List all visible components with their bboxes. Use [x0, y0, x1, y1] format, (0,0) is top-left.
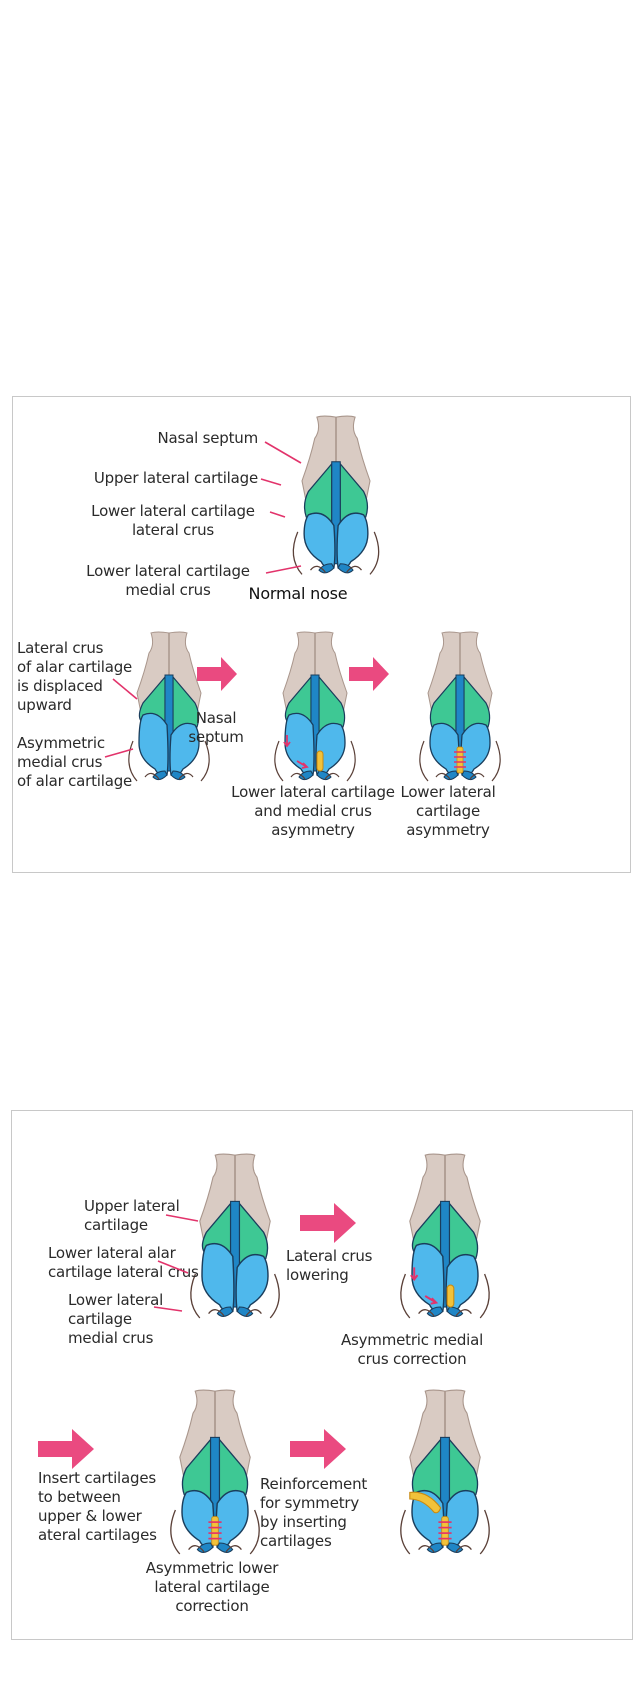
label-lower-lateral-crus: Lower lateral cartilage lateral crus	[91, 502, 255, 539]
lower-lateral-cartilage-left	[284, 712, 315, 777]
step4-nose-illustration	[390, 1387, 500, 1567]
ala-outline-left	[419, 740, 451, 782]
ala-outline-left	[400, 1273, 435, 1319]
step2-nose-illustration	[390, 1151, 500, 1331]
strut-graft	[316, 750, 324, 772]
ala-outline-right	[245, 1273, 280, 1319]
ala-outline-left	[170, 1509, 205, 1555]
label-asymmetric-medial-crus: Asymmetric medial crus of alar cartilage	[17, 734, 133, 790]
lower-lateral-cartilage-left	[411, 1242, 445, 1313]
normal-vs-asymmetry-panel: Nasal septum Upper lateral cartilage Low…	[12, 396, 631, 873]
lower-lateral-cartilage-left	[303, 512, 336, 570]
upper-lateral-cartilage-right	[448, 1437, 479, 1505]
septal-graft	[456, 746, 464, 774]
panel2-annotations	[38, 1203, 356, 1469]
caption-lower-lateral-asymmetry: Lower lateral cartilage asymmetry	[400, 783, 496, 839]
medial-crus-right	[446, 1306, 464, 1317]
upper-lateral-cartilage-left	[181, 1437, 212, 1505]
ala-outline-right	[469, 740, 501, 782]
down-arrow-icon	[410, 1267, 419, 1282]
upper-lateral-cartilage-right	[339, 462, 369, 527]
medial-crus-right	[337, 563, 354, 574]
diagonal-arrow-icon	[296, 760, 309, 769]
step1-nose-illustration	[180, 1151, 290, 1331]
caption-medial-crus-asymmetry: Lower lateral cartilage and medial crus …	[231, 783, 395, 839]
medial-crus-left	[298, 770, 314, 781]
ala-outline-left	[190, 1273, 225, 1319]
strut-graft	[446, 1284, 455, 1308]
arrow-right-icon	[290, 1429, 346, 1469]
medial-crus-left	[318, 563, 335, 574]
label-insert-cartilages: Insert cartilages to between upper & low…	[38, 1469, 157, 1544]
correction-steps-panel: Upper lateral cartilage Lower lateral al…	[11, 1110, 633, 1640]
label-lower-medial-crus-2: Lower lateral cartilage medial crus	[68, 1291, 164, 1347]
diagonal-arrow-icon	[424, 1295, 439, 1305]
medial-crus-right	[446, 1542, 464, 1553]
medial-crus-right	[236, 1306, 254, 1317]
ala-outline-right	[455, 1509, 490, 1555]
label-upper-lateral-cartilage-2: Upper lateral cartilage	[84, 1197, 180, 1234]
medial-crus-left	[152, 770, 168, 781]
medial-crus-left	[426, 1542, 444, 1553]
upper-lateral-cartilage-right	[318, 675, 346, 736]
batten-graft	[409, 1491, 442, 1514]
medial-crus-asymmetry-nose-illustration	[265, 631, 365, 791]
caption-asymmetric-lower-correction: Asymmetric lower lateral cartilage corre…	[145, 1559, 279, 1615]
ala-outline-right	[225, 1509, 260, 1555]
ala-outline-right	[455, 1273, 490, 1319]
asymmetric-nose-illustration	[119, 631, 219, 791]
ala-outline-left	[128, 740, 160, 782]
ala-outline-right	[178, 740, 210, 782]
label-nasal-septum: Nasal septum	[157, 429, 258, 447]
upper-lateral-cartilage-left	[303, 462, 333, 527]
ala-outline-right	[346, 531, 380, 575]
arrow-right-icon	[300, 1203, 356, 1243]
medial-crus-right	[461, 770, 477, 781]
caption-asymmetric-medial-correction: Asymmetric medial crus correction	[340, 1331, 484, 1368]
ala-outline-left	[274, 740, 306, 782]
medial-crus-right	[316, 770, 332, 781]
label-lower-lateral-alar: Lower lateral alar cartilage lateral cru…	[48, 1244, 199, 1281]
septal-graft	[211, 1516, 219, 1546]
label-lateral-crus-lowering: Lateral crus lowering	[286, 1247, 373, 1284]
medial-crus-left	[196, 1542, 214, 1553]
arrow-right-icon	[38, 1429, 94, 1469]
ala-outline-left	[400, 1509, 435, 1555]
leader-upper-lateral	[260, 478, 282, 486]
medial-crus-right	[216, 1542, 234, 1553]
septal-graft	[441, 1516, 449, 1546]
upper-lateral-cartilage-left	[429, 675, 457, 736]
step3-nose-illustration	[160, 1387, 270, 1567]
ala-outline-right	[324, 740, 356, 782]
label-upper-lateral-cartilage: Upper lateral cartilage	[93, 469, 258, 487]
label-nasal-septum-arrow: Nasal septum	[188, 709, 244, 746]
lower-lateral-asymmetry-nose-illustration	[410, 631, 510, 791]
caption-normal-nose: Normal nose	[248, 584, 348, 603]
lower-lateral-cartilage-right	[336, 512, 369, 570]
medial-crus-left	[426, 1306, 444, 1317]
upper-lateral-cartilage-right	[218, 1437, 249, 1505]
lower-lateral-cartilage-right	[235, 1253, 269, 1313]
medial-crus-right	[170, 770, 186, 781]
upper-lateral-cartilage-right	[172, 675, 200, 736]
label-reinforcement: Reinforcement for symmetry by inserting …	[260, 1475, 368, 1550]
label-lateral-crus-displaced: Lateral crus of alar cartilage is displa…	[17, 639, 133, 714]
upper-lateral-cartilage-right	[448, 1201, 479, 1269]
medial-crus-left	[443, 770, 459, 781]
upper-lateral-cartilage-right	[463, 675, 491, 736]
label-lower-medial-crus: Lower lateral cartilage medial crus	[86, 562, 250, 599]
septum	[331, 461, 341, 565]
normal-nose-illustration	[281, 415, 391, 585]
medial-crus-left	[216, 1306, 234, 1317]
down-arrow-icon	[283, 735, 291, 748]
upper-lateral-cartilage-right	[238, 1201, 269, 1269]
